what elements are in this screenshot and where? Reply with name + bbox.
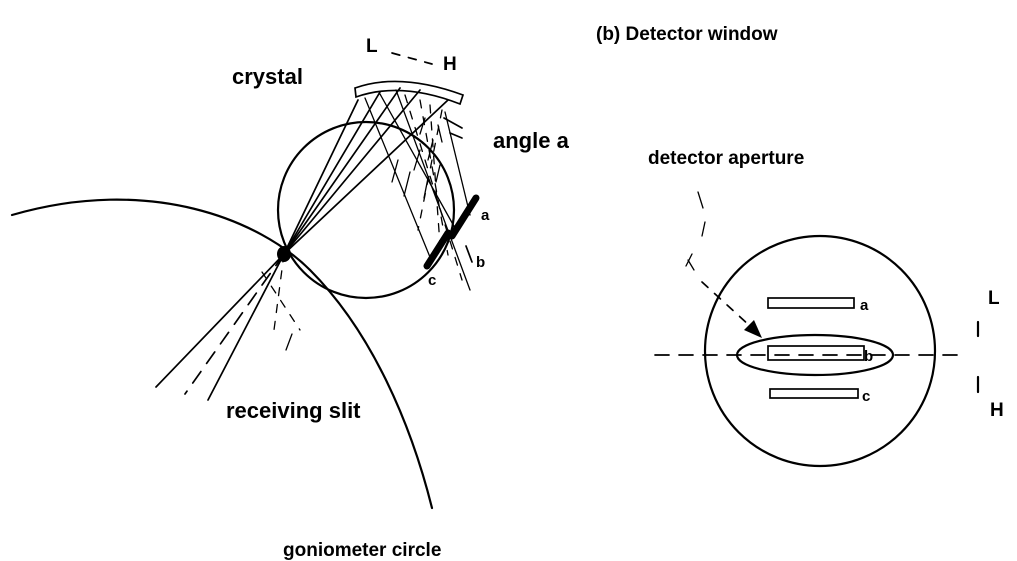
goniometer-circle-label: goniometer circle: [283, 540, 441, 561]
divergent-rays: [155, 253, 301, 401]
h-label-right: H: [990, 400, 1004, 421]
incident-rays: [283, 87, 449, 255]
beam-fan-marks: [391, 117, 443, 199]
window-slit-b: [767, 345, 865, 361]
l-label-top: L: [366, 36, 378, 57]
diffracted-rays: [364, 89, 471, 291]
detector-slit-a: [448, 194, 480, 240]
panel-b-title: (b) Detector window: [596, 24, 778, 45]
crystal-plate: [354, 80, 465, 106]
crystal-label: crystal: [232, 64, 303, 89]
angle-tick-2: [449, 132, 463, 139]
angle-label: angle a: [493, 128, 570, 153]
detector-slit-b-marker: [465, 245, 473, 263]
lh-dashed-line-top: [391, 52, 433, 65]
window-slit-a: [767, 297, 855, 309]
window-slit-b-label: b: [864, 348, 873, 365]
h-label-top: H: [443, 54, 457, 75]
slit-b-label: b: [476, 254, 485, 271]
detector-aperture-label: detector aperture: [648, 148, 804, 169]
window-slit-c-label: c: [862, 388, 870, 405]
goniometer-circle-arc: [10, 198, 434, 510]
angle-tick-1: [443, 117, 463, 129]
detector-slit-c: [423, 229, 452, 270]
aperture-pointer-arrow: [685, 191, 762, 338]
receiving-slit-label: receiving slit: [226, 398, 361, 423]
slit-c-label: c: [428, 272, 436, 289]
detector-aperture-ellipse: [735, 333, 895, 377]
l-label-right: L: [988, 288, 1000, 309]
detector-window-circle: [703, 234, 937, 468]
window-slit-a-label: a: [860, 297, 869, 314]
window-slit-c: [769, 388, 859, 399]
focusing-circle: [276, 120, 456, 300]
slit-a-label: a: [481, 207, 490, 224]
